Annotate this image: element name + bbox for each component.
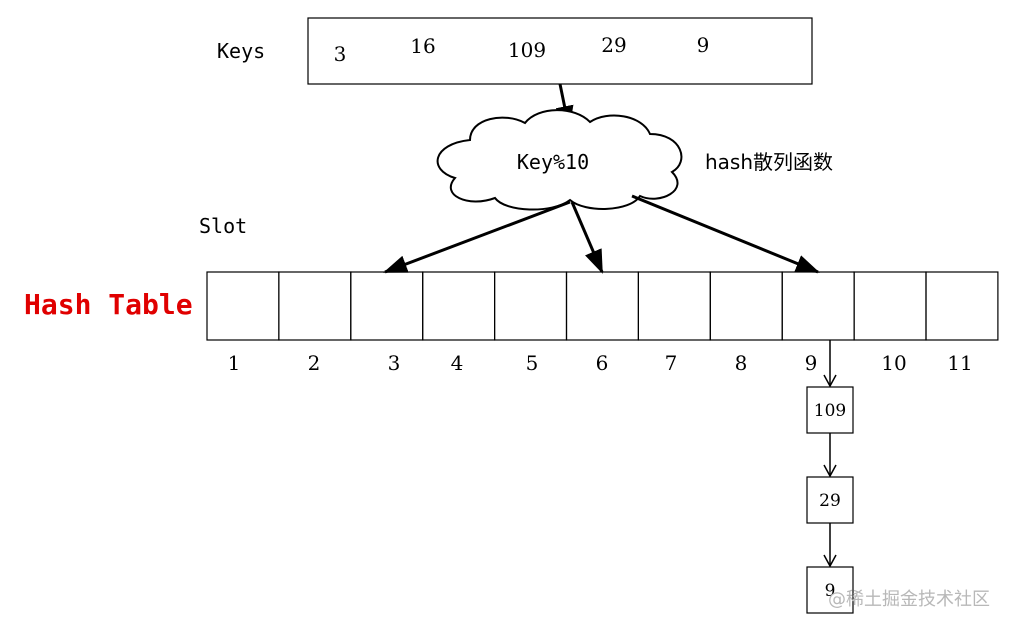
table-cell [565,271,640,341]
hash-function-text: Key%10 [517,150,589,174]
hash-to-slot-9-arrow [631,194,820,274]
table-cell [709,271,783,341]
slot-index-label: 11 [947,351,972,375]
chain-node-value: 29 [819,491,841,511]
slot-index-label: 3 [388,351,401,375]
slot-index-labels: 1 2 3 4 5 6 7 8 9 10 11 [228,351,973,375]
table-cell [422,271,496,341]
hash-to-slot-3-arrow [383,200,571,274]
slot-index-label: 6 [596,351,609,375]
slot-index-label: 8 [735,351,748,375]
slot-label: Slot [199,214,247,238]
chain-node [806,566,854,614]
hash-table-title: Hash Table [24,288,193,321]
hash-caption: hash散列函数 [705,150,833,174]
key-value: 3 [334,42,347,66]
slot-index-label: 5 [526,351,539,375]
chain-node [806,386,854,434]
slot-index-label: 2 [308,351,321,375]
table-cell [853,271,927,341]
hash-table [206,271,999,341]
keys-label: Keys [217,39,265,63]
slot-index-label: 1 [228,351,241,375]
chain-node [806,476,854,524]
chain-node-value: 9 [825,581,836,601]
table-cell [637,271,711,341]
key-value: 9 [697,33,710,57]
slot-index-label: 9 [805,351,818,375]
slot-index-label: 10 [881,351,906,375]
keys-box [307,17,813,85]
watermark-text: @稀土掘金技术社区 [828,589,990,610]
table-cell [350,271,424,341]
key-value: 29 [601,33,626,57]
table-cell [781,271,855,341]
key-value: 109 [508,38,546,62]
chain-node-value: 109 [814,401,846,421]
hash-function-cloud [436,109,683,211]
table-cell [925,271,999,341]
key-value: 16 [410,34,435,58]
chain-list: 109 29 9 [806,340,854,614]
keys-values: 3 16 109 29 9 [334,33,710,66]
slot-index-label: 7 [665,351,678,375]
table-cell [206,271,280,341]
table-cell [494,271,568,341]
slot-index-label: 4 [451,351,464,375]
table-cell [278,271,352,341]
hash-to-slot-6-arrow [570,201,604,274]
